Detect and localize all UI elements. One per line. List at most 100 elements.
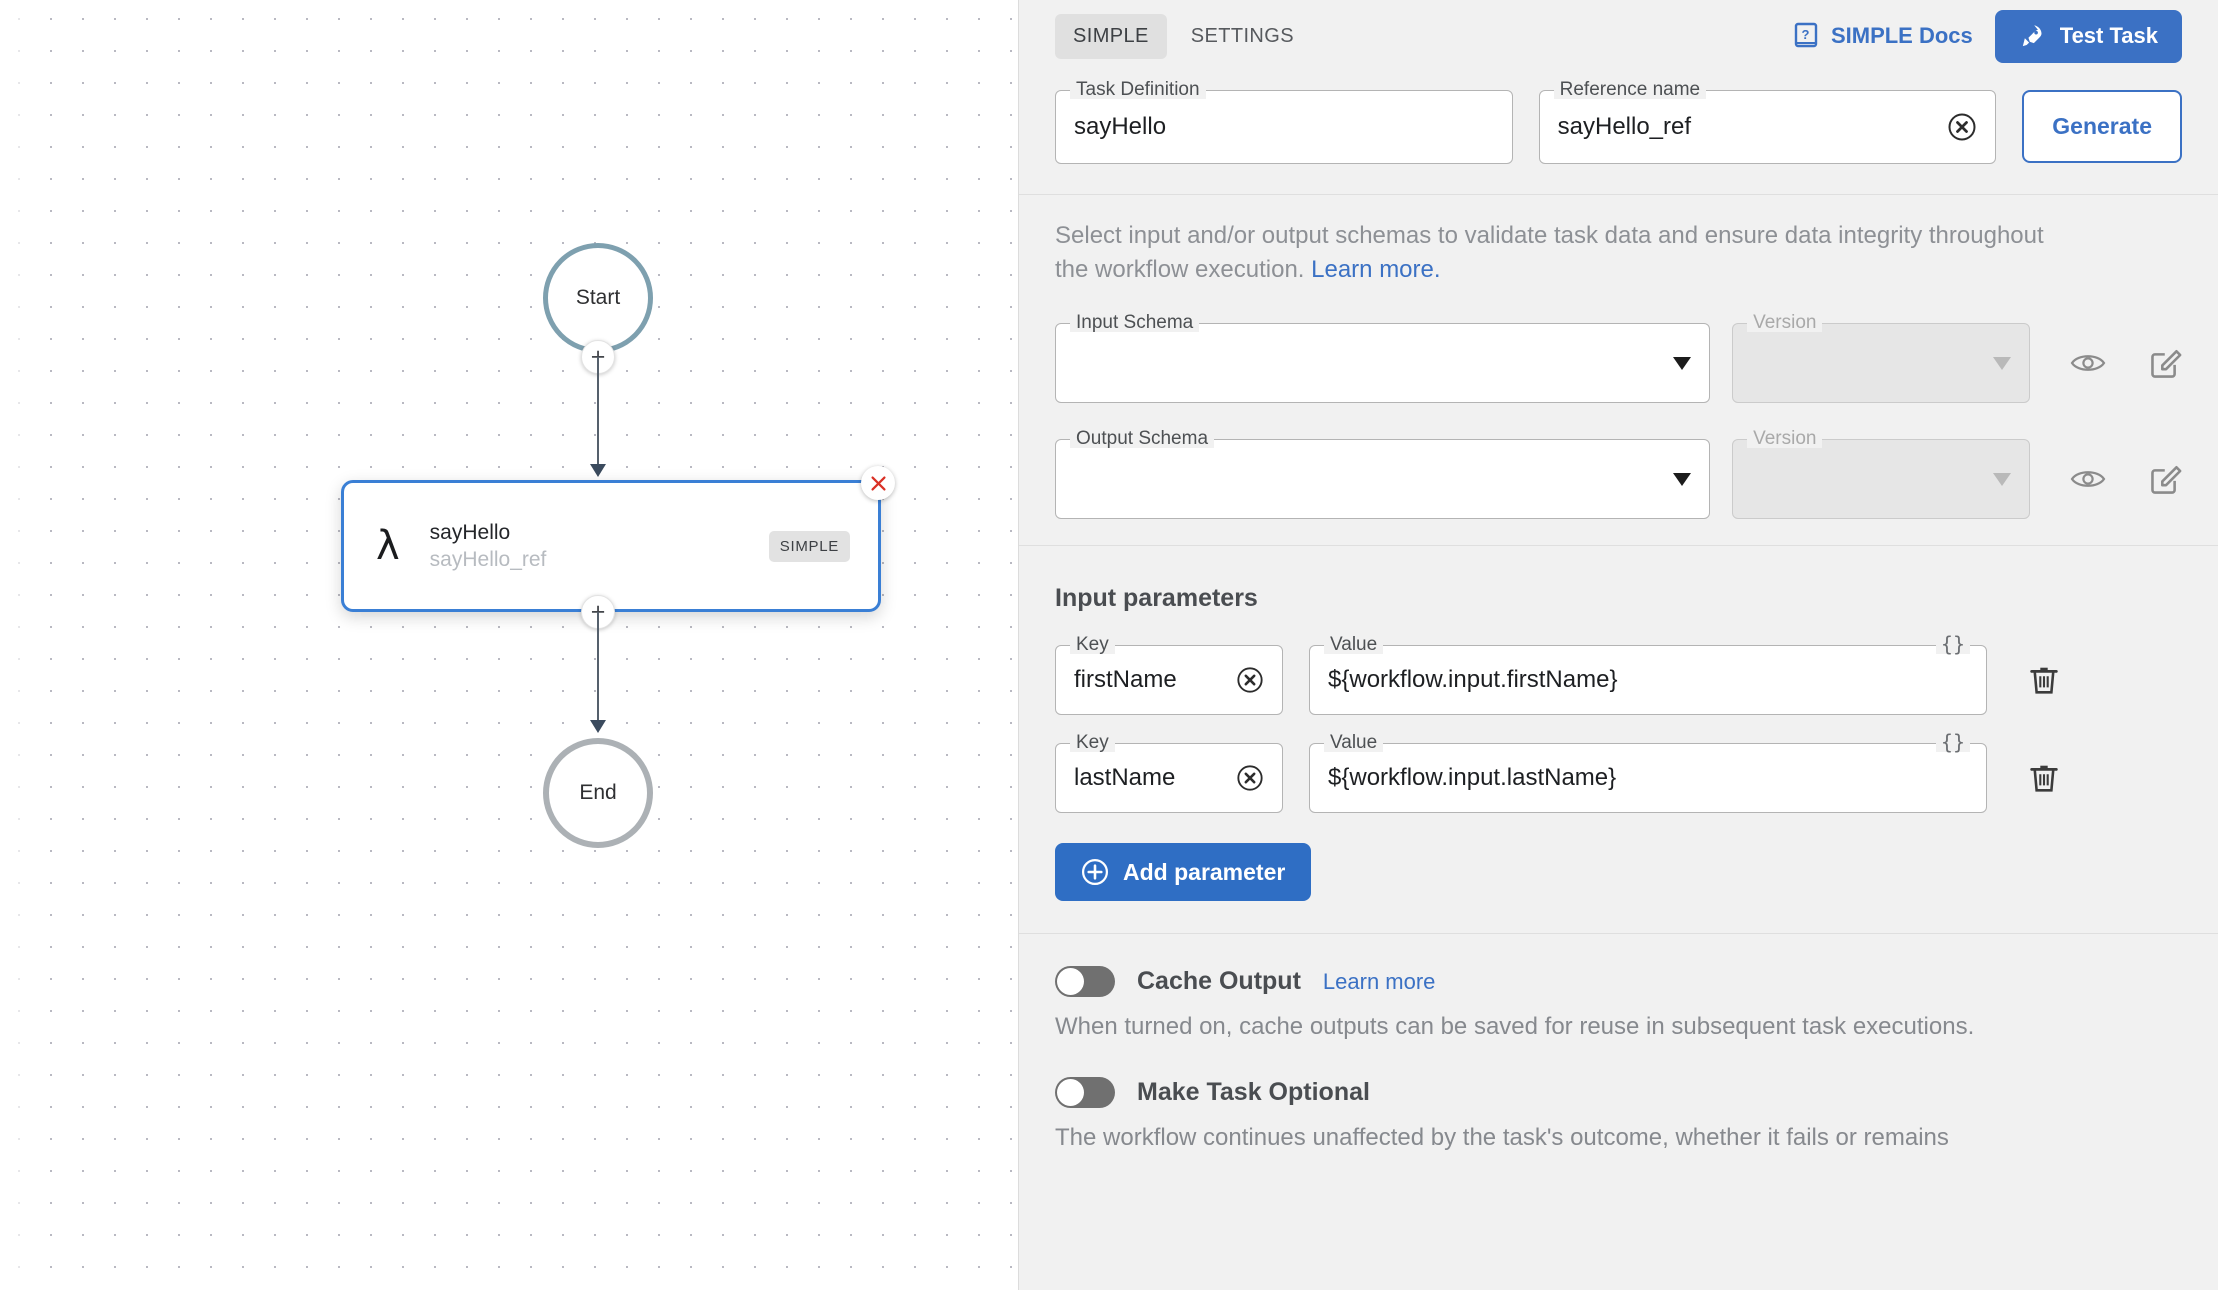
eye-icon (2070, 471, 2106, 488)
cache-output-learn-more-link[interactable]: Learn more (1322, 968, 1436, 994)
svg-text:?: ? (1801, 27, 1809, 42)
plus-icon: + (591, 599, 606, 625)
schema-section: Select input and/or output schemas to va… (1019, 195, 2218, 545)
simple-docs-label: SIMPLE Docs (1830, 23, 1973, 48)
cache-output-label: Cache Output (1137, 967, 1301, 996)
clear-circle-icon (1237, 765, 1263, 791)
edge-arrow-to-task (590, 464, 606, 477)
toggle-knob (1057, 968, 1084, 996)
reference-name-legend: Reference name (1553, 80, 1707, 99)
task-definition-legend: Task Definition (1070, 80, 1206, 99)
input-schema-select[interactable]: Input Schema (1055, 313, 1711, 404)
divider-top (1019, 194, 2218, 195)
simple-docs-link[interactable]: ? SIMPLE Docs (1794, 22, 1973, 50)
view-output-schema-button[interactable] (2070, 465, 2106, 493)
json-editor-badge-0[interactable]: {} (1935, 634, 1970, 655)
tab-settings[interactable]: SETTINGS (1190, 24, 1294, 47)
panel-tabs: SIMPLE SETTINGS (1055, 13, 1312, 59)
start-node[interactable]: Start (543, 243, 653, 353)
cache-output-description: When turned on, cache outputs can be sav… (1055, 1013, 1975, 1041)
clear-circle-icon (1948, 113, 1976, 141)
task-node-sayhello[interactable]: λ sayHello sayHello_ref SIMPLE (341, 466, 895, 612)
end-node[interactable]: End (543, 738, 653, 848)
delete-parameter-button-1[interactable] (2029, 762, 2059, 794)
tab-simple[interactable]: SIMPLE (1055, 13, 1167, 59)
parameter-value-field-0[interactable]: Value {} ${workflow.input.firstName} (1309, 634, 1987, 716)
eye-icon (2070, 355, 2106, 372)
trash-icon (2030, 765, 2058, 792)
schema-description-line2: throughout the workflow execution. (1055, 222, 2044, 284)
clear-key-button-1[interactable] (1236, 764, 1264, 792)
reference-name-field[interactable]: Reference name sayHello_ref (1538, 80, 1997, 164)
schema-learn-more-link[interactable]: Learn more. (1311, 256, 1441, 284)
task-properties-panel: SIMPLE SETTINGS ? SIMPLE Docs (1018, 0, 2218, 1290)
input-parameters-section: Input parameters Key firstName Value {} (1019, 546, 2218, 933)
value-legend: Value (1324, 635, 1384, 655)
input-parameters-title: Input parameters (1055, 584, 1258, 613)
plus-circle-icon (1081, 859, 1109, 886)
output-version-legend: Version (1747, 429, 1823, 449)
divider-middle (1019, 545, 2218, 547)
make-task-optional-toggle[interactable] (1055, 1077, 1115, 1109)
plus-icon: + (591, 344, 606, 370)
task-definition-field[interactable]: Task Definition sayHello (1055, 80, 1513, 164)
parameter-value-field-1[interactable]: Value {} ${workflow.input.lastName} (1309, 732, 1987, 814)
delete-task-node-button[interactable] (861, 466, 895, 500)
parameter-key-value-1: lastName (1074, 764, 1176, 792)
divider-bottom (1019, 933, 2218, 935)
generate-button[interactable]: Generate (2022, 90, 2182, 163)
add-parameter-button[interactable]: Add parameter (1055, 843, 1312, 902)
json-editor-badge-1[interactable]: {} (1935, 732, 1970, 753)
make-task-optional-row: Make Task Optional (1055, 1077, 2182, 1109)
book-help-icon: ? (1794, 22, 1818, 48)
parameter-key-field-1[interactable]: Key lastName (1055, 733, 1283, 814)
input-version-legend: Version (1747, 313, 1823, 333)
clear-circle-icon (1237, 667, 1263, 693)
edit-input-schema-button[interactable] (2150, 347, 2182, 379)
rocket-icon (2022, 24, 2042, 46)
close-icon (870, 475, 886, 491)
input-version-select[interactable]: Version (1732, 313, 2030, 404)
add-parameter-label: Add parameter (1123, 858, 1286, 885)
edit-output-schema-button[interactable] (2150, 463, 2182, 495)
parameter-row: Key firstName Value {} ${workflow.input.… (1055, 634, 2182, 716)
output-version-select[interactable]: Version (1732, 429, 2030, 520)
end-node-label: End (579, 781, 617, 804)
clear-reference-name-button[interactable] (1947, 112, 1977, 142)
chevron-down-icon[interactable] (1673, 472, 1692, 486)
edit-square-icon (2151, 350, 2182, 378)
lambda-icon: λ (376, 523, 400, 569)
schema-description-line1: Select input and/or output schemas to va… (1055, 222, 1923, 249)
parameter-key-value-0: firstName (1074, 666, 1177, 694)
task-node-badge: SIMPLE (768, 530, 850, 562)
chevron-down-icon[interactable] (1673, 356, 1692, 370)
clear-key-button-0[interactable] (1236, 666, 1264, 694)
parameter-value-text-0: ${workflow.input.firstName} (1328, 666, 1618, 694)
key-legend: Key (1070, 733, 1115, 753)
cache-output-row: Cache Output Learn more (1055, 966, 2182, 998)
chevron-down-icon[interactable] (1993, 472, 2011, 486)
delete-parameter-button-0[interactable] (2029, 664, 2059, 696)
output-schema-select[interactable]: Output Schema (1055, 429, 1711, 520)
workflow-canvas[interactable]: Start + λ sayHello sayHello_ref SIMPLE (0, 0, 1018, 1290)
test-task-button[interactable]: Test Task (1994, 9, 2182, 63)
edge-task-to-end (597, 612, 599, 724)
edge-arrow-to-end (590, 720, 606, 733)
reference-name-value: sayHello_ref (1557, 113, 1692, 140)
options-section: Cache Output Learn more When turned on, … (1019, 934, 2218, 1152)
value-legend: Value (1324, 733, 1384, 753)
parameter-value-text-1: ${workflow.input.lastName} (1328, 764, 1617, 792)
cache-output-toggle[interactable] (1055, 966, 1115, 998)
trash-icon (2030, 667, 2058, 694)
parameter-row: Key lastName Value {} ${workflow.input.l… (1055, 732, 2182, 814)
input-schema-legend: Input Schema (1070, 313, 1200, 333)
toggle-knob (1057, 1079, 1084, 1107)
edge-start-to-task (597, 357, 599, 470)
task-definition-value: sayHello (1074, 113, 1167, 140)
view-input-schema-button[interactable] (2070, 349, 2106, 377)
canvas-edge-fade (0, 0, 46, 1290)
edit-square-icon (2151, 466, 2182, 494)
start-node-label: Start (575, 286, 621, 309)
chevron-down-icon[interactable] (1993, 356, 2011, 370)
parameter-key-field-0[interactable]: Key firstName (1055, 635, 1283, 716)
